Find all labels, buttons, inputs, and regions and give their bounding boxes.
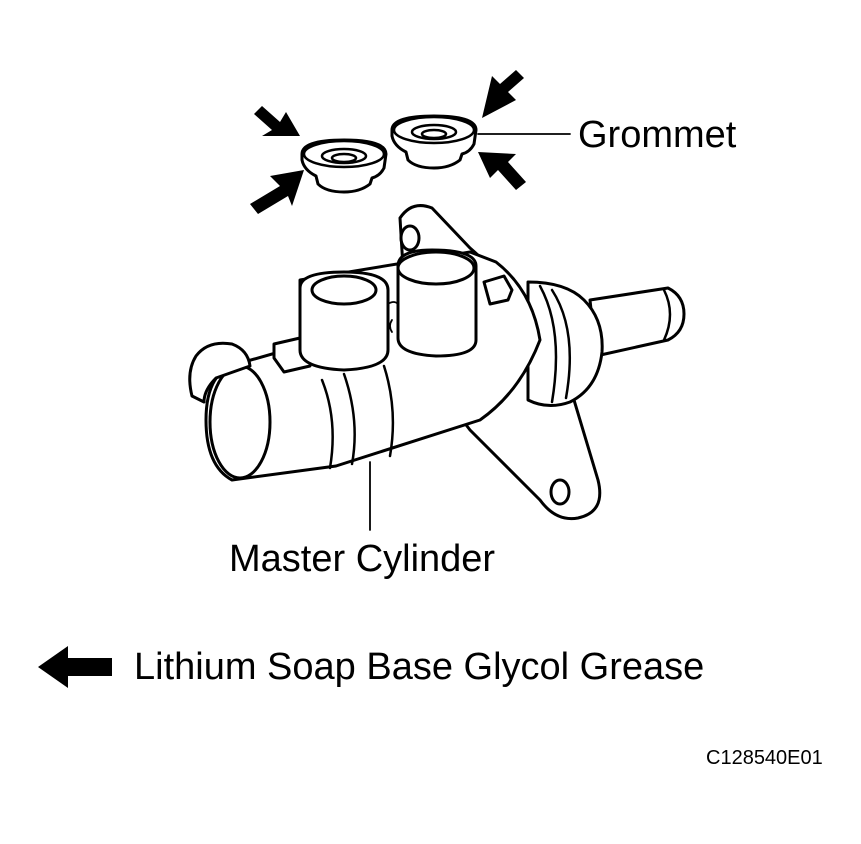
reservoir-ports — [298, 248, 478, 372]
left-arrow-icon — [38, 646, 112, 688]
grease-legend: Lithium Soap Base Glycol Grease — [38, 646, 704, 688]
grommet-right — [390, 114, 478, 170]
master-cylinder-label: Master Cylinder — [229, 538, 496, 580]
push-rod — [588, 286, 686, 358]
grease-arrow-icon-bottom-left — [250, 170, 304, 214]
grease-legend-text: Lithium Soap Base Glycol Grease — [134, 646, 705, 688]
rubber-boot — [526, 280, 604, 407]
grease-arrow-icon-top-left — [254, 106, 300, 136]
figure-code: C128540E01 — [706, 747, 823, 769]
grommet-left — [300, 138, 388, 194]
grease-arrow-icon-top-right — [482, 70, 524, 118]
grease-arrow-icon-bottom-right — [478, 152, 526, 190]
grommet-label: Grommet — [578, 114, 737, 156]
